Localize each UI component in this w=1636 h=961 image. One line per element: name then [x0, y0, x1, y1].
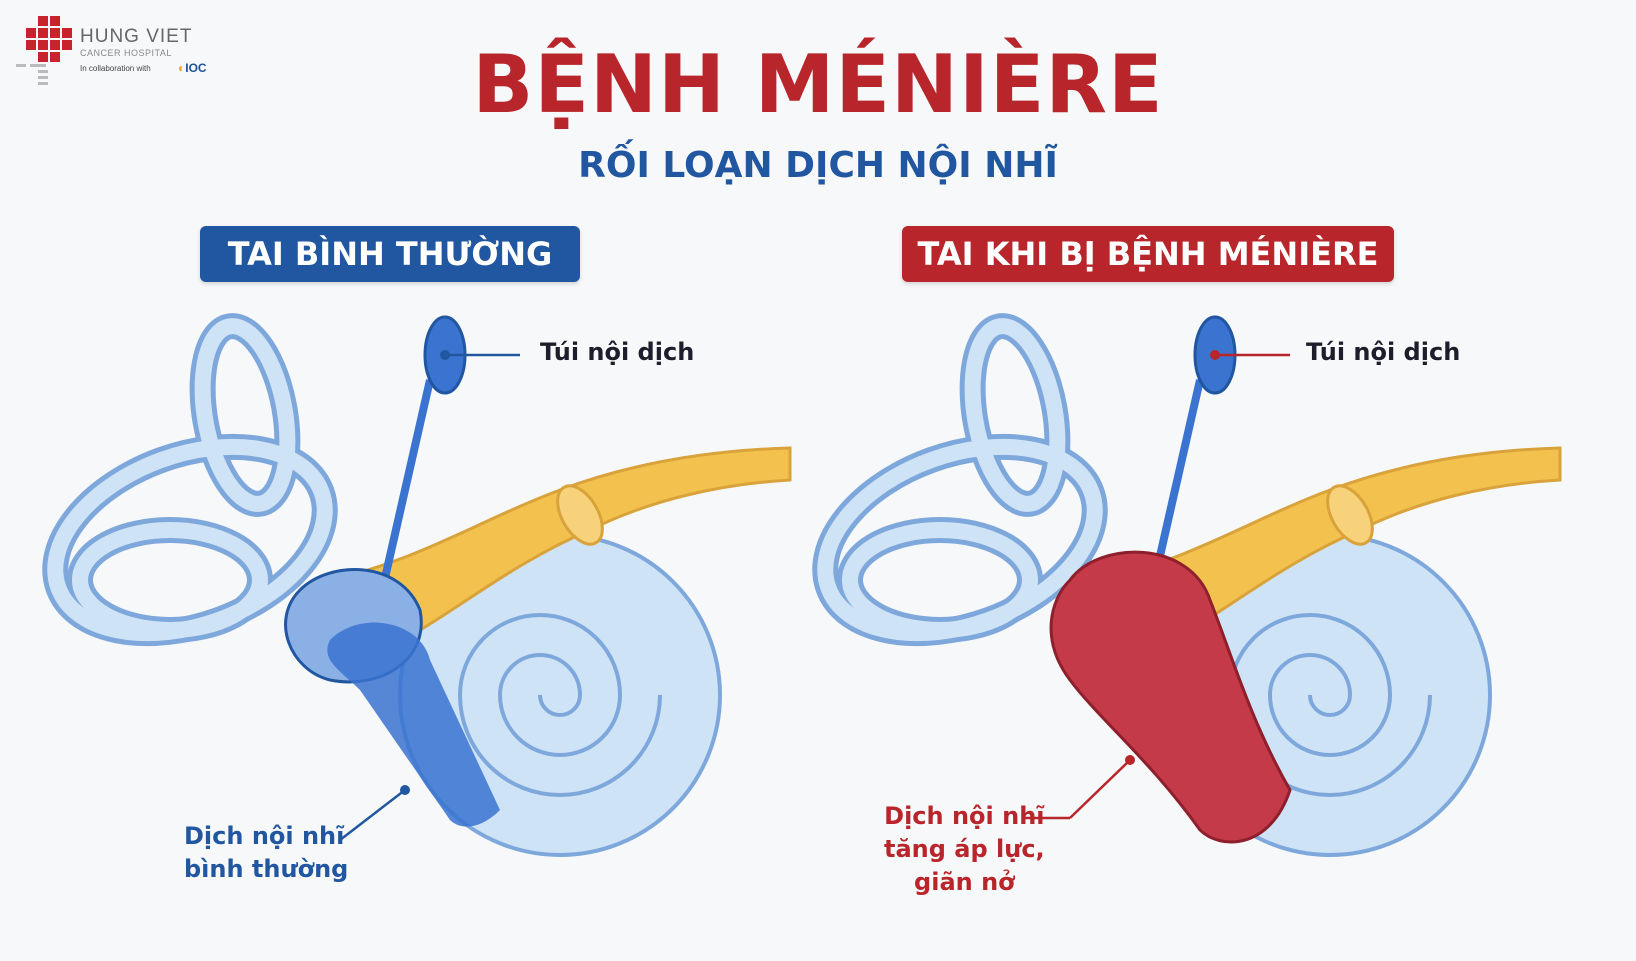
collaboration-text: In collaboration with	[80, 64, 151, 73]
page-subtitle: RỐI LOẠN DỊCH NỘI NHĨ	[578, 145, 1058, 186]
endolymphatic-sac-label: Túi nội dịch	[1306, 338, 1461, 366]
label-line: bình thường	[184, 855, 349, 883]
normal-endolymph-shape	[327, 622, 500, 827]
swollen-endolymph-shape	[1049, 550, 1292, 844]
meniere-ear-badge: TAI KHI BỊ BỆNH MÉNIÈRE	[902, 226, 1394, 282]
normal-ear-badge: TAI BÌNH THƯỜNG	[200, 226, 580, 282]
label-line: Dịch nội nhĩ	[184, 822, 345, 850]
label-line: giãn nở	[914, 868, 1015, 896]
label-line: Dịch nội nhĩ	[884, 802, 1045, 830]
partner-name: IOC	[185, 61, 207, 75]
label-line: tăng áp lực,	[884, 835, 1045, 863]
medical-cross-icon	[16, 16, 72, 85]
hospital-logo: HUNG VIET CANCER HOSPITAL In collaborati…	[14, 12, 207, 92]
meniere-ear-illustration	[799, 317, 1560, 855]
endolymphatic-sac-label: Túi nội dịch	[540, 338, 695, 366]
partner-logo: ◐IOC	[178, 61, 207, 75]
normal-ear-illustration	[29, 317, 790, 855]
hospital-name: HUNG VIET	[80, 26, 193, 47]
page-title: BỆNH MÉNIÈRE	[472, 38, 1164, 131]
ioc-icon: ◐	[178, 61, 186, 75]
normal-fluid-label: Dịch nội nhĩ bình thường	[184, 820, 348, 886]
hospital-subname: CANCER HOSPITAL	[80, 48, 172, 58]
swollen-fluid-label: Dịch nội nhĩ tăng áp lực, giãn nở	[884, 800, 1045, 899]
